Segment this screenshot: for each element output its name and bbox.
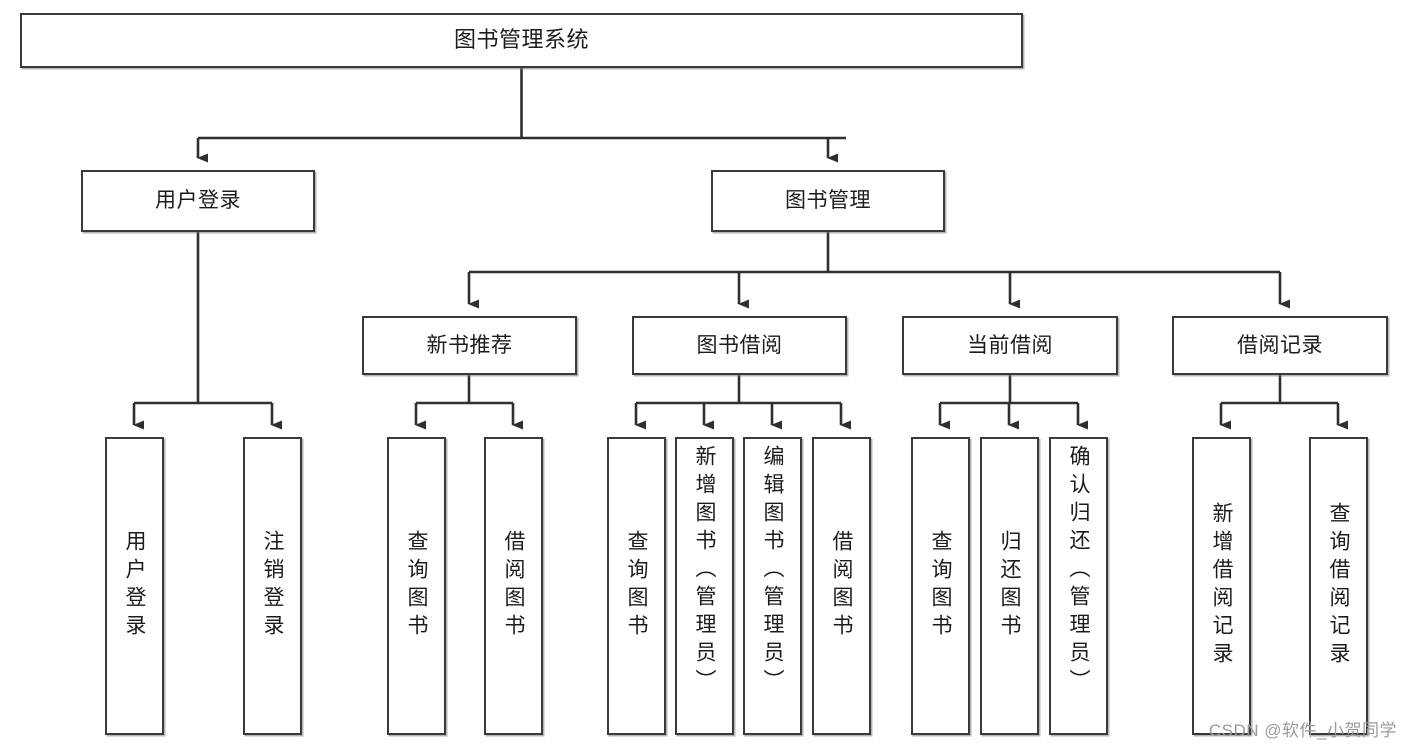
node-user-login[interactable]: 用户登录	[81, 170, 315, 232]
node-book-management[interactable]: 图书管理	[711, 170, 945, 232]
node-leaf-add-borrow-record[interactable]: 新增借阅记录	[1192, 437, 1251, 735]
node-leaf-confirm-return-admin[interactable]: 确认归还（管理员）	[1049, 437, 1108, 735]
node-label: 查询图书	[625, 530, 648, 642]
node-leaf-user-login[interactable]: 用户登录	[105, 437, 164, 735]
node-new-book-recommend[interactable]: 新书推荐	[362, 316, 577, 375]
node-leaf-query-book-current[interactable]: 查询图书	[911, 437, 970, 735]
node-label: 用户登录	[123, 530, 146, 642]
node-label: 归还图书	[998, 530, 1021, 642]
node-label: 新增借阅记录	[1210, 502, 1233, 670]
node-label: 注销登录	[261, 530, 284, 642]
node-book-borrow[interactable]: 图书借阅	[632, 316, 847, 375]
node-leaf-query-book-borrow[interactable]: 查询图书	[607, 437, 666, 735]
node-borrow-record[interactable]: 借阅记录	[1172, 316, 1388, 375]
node-label: 借阅记录	[1237, 333, 1323, 357]
node-label: 图书管理系统	[453, 27, 589, 53]
node-label: 查询图书	[929, 530, 952, 642]
node-label: 新书推荐	[426, 333, 513, 357]
node-label: 借阅图书	[502, 530, 525, 642]
node-label: 确认归还（管理员）	[1067, 445, 1090, 697]
node-label: 用户登录	[155, 189, 241, 213]
node-leaf-user-logout[interactable]: 注销登录	[243, 437, 302, 735]
node-label: 编辑图书（管理员）	[761, 445, 784, 697]
node-current-borrow[interactable]: 当前借阅	[902, 316, 1118, 375]
node-leaf-query-book-new[interactable]: 查询图书	[387, 437, 446, 735]
csdn-watermark: CSDN @软件_小贺同学	[1208, 721, 1397, 740]
node-leaf-add-book-admin[interactable]: 新增图书（管理员）	[675, 437, 734, 735]
node-root-book-management-system[interactable]: 图书管理系统	[20, 13, 1023, 68]
node-label: 图书借阅	[696, 333, 783, 357]
node-leaf-query-borrow-record[interactable]: 查询借阅记录	[1309, 437, 1368, 735]
node-leaf-borrow-book-new[interactable]: 借阅图书	[484, 437, 543, 735]
node-leaf-return-book[interactable]: 归还图书	[980, 437, 1039, 735]
node-label: 借阅图书	[830, 530, 853, 642]
node-leaf-borrow-book-borrow[interactable]: 借阅图书	[812, 437, 871, 735]
node-label: 查询图书	[405, 530, 428, 642]
node-label: 图书管理	[785, 189, 871, 213]
node-label: 新增图书（管理员）	[693, 445, 716, 697]
node-label: 查询借阅记录	[1327, 502, 1350, 670]
node-leaf-edit-book-admin[interactable]: 编辑图书（管理员）	[743, 437, 802, 735]
node-label: 当前借阅	[967, 333, 1053, 357]
